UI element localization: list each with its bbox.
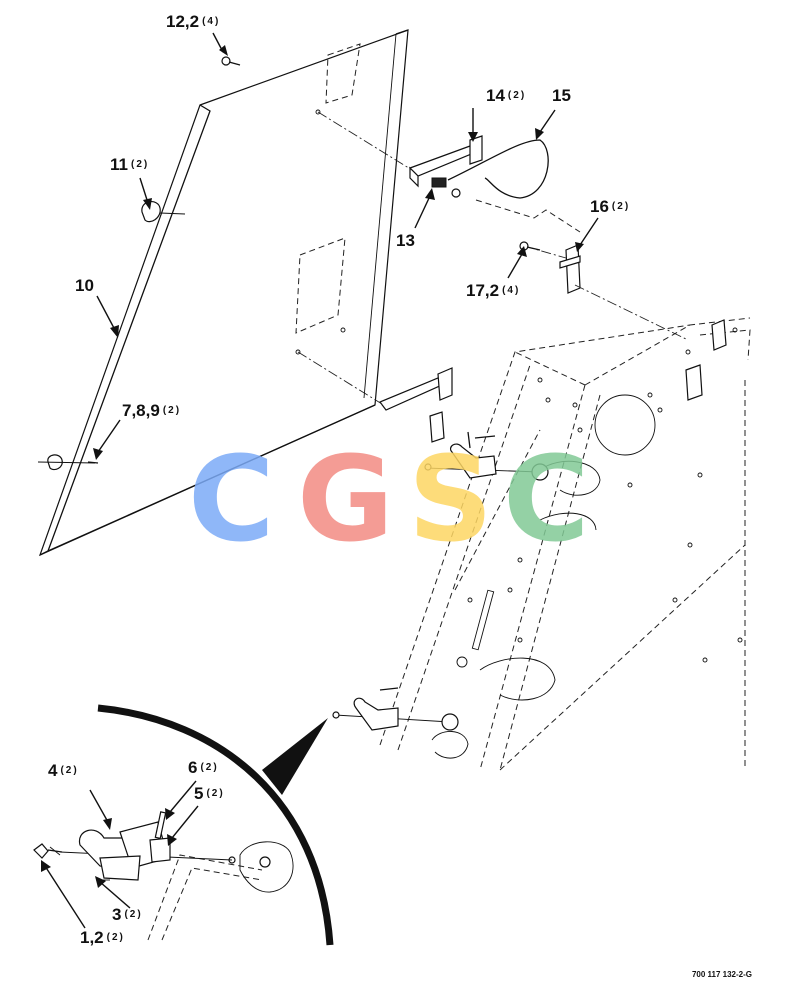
callout-6: 6(2)	[188, 758, 219, 777]
watermark-logo: C G S C	[188, 430, 590, 568]
bolt-1-2	[33, 843, 63, 859]
callout-12-2: 12,2(4)	[166, 12, 220, 31]
callout-14: 14(2)	[486, 86, 526, 105]
lower-hinge-bracket	[297, 351, 453, 443]
callout-5: 5(2)	[194, 784, 225, 803]
side-bracket	[475, 199, 689, 341]
callout-15: 15	[552, 86, 571, 105]
callout-4: 4(2)	[48, 761, 79, 780]
callout-10: 10	[75, 276, 94, 295]
upper-hinge-bracket	[317, 111, 483, 198]
detail-zoom-circle	[33, 704, 334, 946]
latch-keeper-789	[37, 454, 99, 471]
watermark-letter-g: G	[297, 430, 394, 568]
clip-11	[141, 201, 186, 223]
callout-7-8-9: 7,8,9(2)	[122, 401, 181, 420]
document-number: 700 117 132-2-G	[692, 970, 752, 979]
callout-1-2: 1,2(2)	[80, 928, 125, 947]
callout-3: 3(2)	[112, 905, 143, 924]
upper-latch	[424, 431, 549, 481]
door-panel	[38, 29, 409, 557]
watermark-letter-c1: C	[188, 430, 275, 568]
lower-latch	[332, 687, 469, 759]
watermark-letter-c2: C	[503, 430, 590, 568]
bolt-12	[221, 56, 241, 66]
leader-lines	[41, 32, 599, 929]
callout-13: 13	[396, 231, 415, 250]
callout-labels: 12,2(4) 11(2) 10 7,8,9(2) 14(2) 15 13 16…	[48, 12, 630, 947]
machine-frame	[379, 317, 751, 771]
frame-holes	[467, 327, 743, 663]
callout-11: 11(2)	[110, 155, 149, 174]
callout-16: 16(2)	[590, 197, 630, 216]
watermark-letter-s: S	[408, 430, 493, 568]
callout-17-2: 17,2(4)	[466, 281, 520, 300]
cable	[447, 139, 549, 199]
